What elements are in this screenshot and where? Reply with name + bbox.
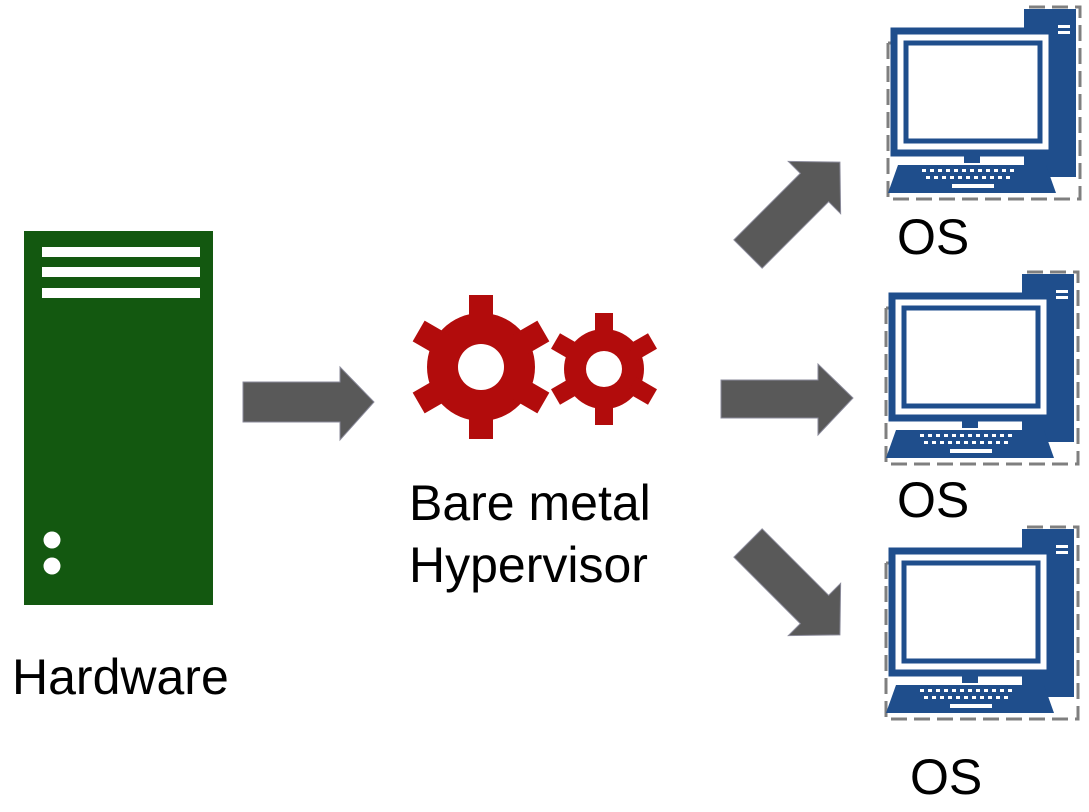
hypervisor-label: Bare metal Hypervisor [409,472,651,596]
computer-icon [886,272,1078,464]
computer-icon [886,527,1078,719]
guest-os-label-3: OS [910,749,983,805]
hardware-label: Hardware [12,649,229,705]
server-icon [24,231,213,605]
computer-icon [888,7,1080,199]
arrow-icon [733,160,842,269]
gears-icon [412,295,657,439]
hypervisor-label-line2: Hypervisor [409,537,648,593]
arrow-icon [242,365,375,442]
guest-os-label-1: OS [897,209,970,265]
arrow-icon [733,528,842,637]
arrow-icon [720,362,854,437]
guest-os-label-2: OS [897,472,970,528]
hypervisor-label-line1: Bare metal [409,475,651,531]
